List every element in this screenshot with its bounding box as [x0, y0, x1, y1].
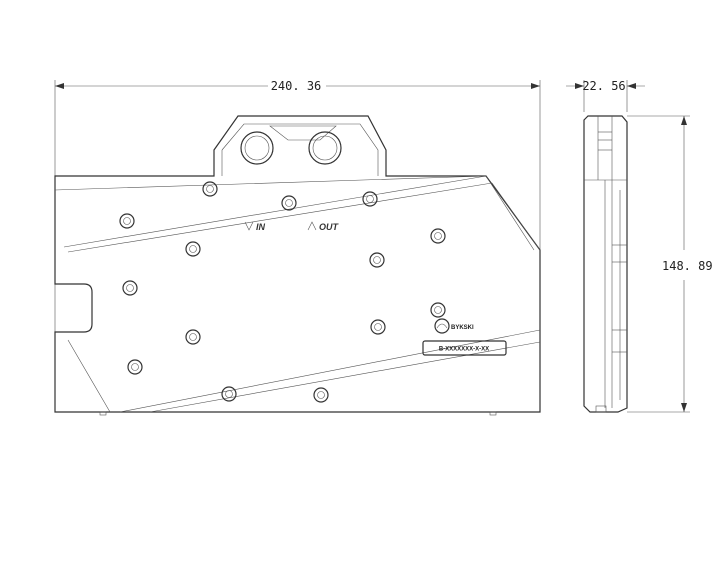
screw	[127, 359, 143, 375]
thickness-dimension: 22. 56	[566, 79, 645, 112]
logo-icon	[434, 318, 450, 334]
screw	[221, 386, 237, 402]
screws	[119, 181, 446, 403]
in-arrow-icon	[244, 221, 254, 231]
width-dimension-label: 240. 36	[271, 79, 322, 93]
block-outline	[54, 115, 541, 413]
model-plate	[422, 340, 507, 356]
screw	[430, 228, 446, 244]
screw	[185, 329, 201, 345]
front-view: 240. 36	[54, 79, 541, 416]
terminal	[221, 123, 379, 176]
brand-area: BYKSKI B-XXXXXXX-X-XX	[422, 318, 507, 356]
out-arrow-icon	[307, 221, 317, 231]
side-profile	[583, 115, 628, 413]
in-label: IN	[256, 222, 266, 232]
port-labels: IN OUT	[244, 221, 340, 232]
width-dimension: 240. 36	[54, 79, 541, 412]
thickness-dimension-label: 22. 56	[582, 79, 625, 93]
screw	[202, 181, 218, 197]
height-dimension-label: 148. 89	[662, 259, 713, 273]
screw	[362, 191, 378, 207]
bevel-lines	[54, 175, 541, 413]
model-plate-text: B-XXXXXXX-X-XX	[439, 347, 489, 353]
inlet-port	[240, 131, 274, 165]
height-dimension: 148. 89	[627, 115, 713, 413]
screw	[430, 302, 446, 318]
side-view: 22. 56 148. 89	[566, 79, 713, 413]
screw	[185, 241, 201, 257]
screw	[122, 280, 138, 296]
screw	[281, 195, 297, 211]
screw	[370, 319, 386, 335]
logo-text: BYKSKI	[451, 325, 474, 331]
outlet-port	[308, 131, 342, 165]
screw	[369, 252, 385, 268]
screw	[313, 387, 329, 403]
out-label: OUT	[319, 222, 340, 232]
bottom-tabs	[99, 411, 497, 416]
screw	[119, 213, 135, 229]
